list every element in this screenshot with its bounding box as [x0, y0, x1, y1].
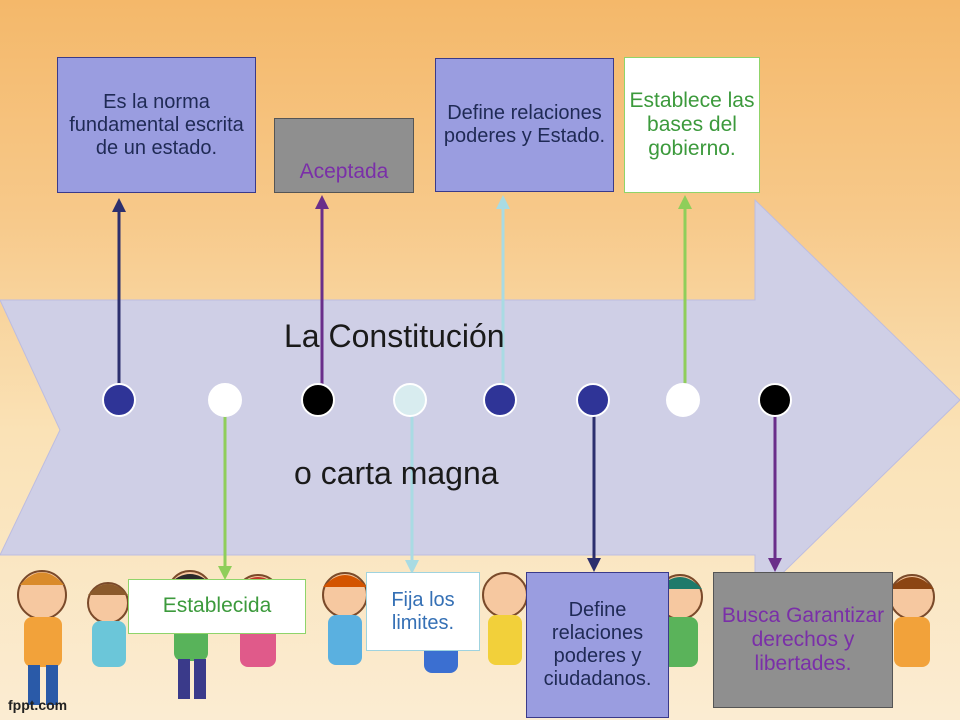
child-figure-9 — [889, 574, 935, 667]
timeline-dot-7 — [666, 383, 700, 417]
child-figure-1 — [17, 570, 67, 705]
bottom-box-powers-citizens: Define relaciones poderes y ciudadanos. — [526, 572, 669, 718]
child-figure-7 — [482, 572, 528, 665]
bottom-box-limits: Fija los limites. — [366, 572, 480, 651]
child-figure-8 — [657, 574, 703, 667]
bottom-box-rights: Busca Garantizar derechos y libertades. — [713, 572, 893, 708]
diagram-subtitle: o carta magna — [294, 455, 499, 491]
arrowhead-7 — [678, 195, 692, 209]
arrowhead-2 — [218, 566, 232, 580]
child-figure-2 — [87, 582, 129, 667]
top-box-powers-state: Define relaciones poderes y Estado. — [435, 58, 614, 192]
arrowhead-6 — [587, 558, 601, 572]
timeline-dot-2 — [208, 383, 242, 417]
timeline-dot-5 — [483, 383, 517, 417]
timeline-dot-4 — [393, 383, 427, 417]
arrowhead-4 — [405, 560, 419, 574]
timeline-dot-6 — [576, 383, 610, 417]
timeline-dot-1 — [102, 383, 136, 417]
arrowhead-3 — [315, 195, 329, 209]
arrowhead-5 — [496, 195, 510, 209]
top-box-government-bases: Establece las bases del gobierno. — [624, 57, 760, 193]
timeline-dot-8 — [758, 383, 792, 417]
arrowhead-1 — [112, 198, 126, 212]
arrow-shape — [0, 198, 960, 602]
bottom-box-established: Establecida — [128, 579, 306, 634]
top-box-definition: Es la norma fundamental escrita de un es… — [57, 57, 256, 193]
top-box-accepted: Aceptada — [274, 118, 414, 193]
arrowhead-8 — [768, 558, 782, 572]
brand-footer: fppt.com — [8, 697, 68, 713]
diagram-title: La Constitución — [284, 318, 505, 354]
child-figure-5 — [322, 572, 368, 665]
timeline-dot-3 — [301, 383, 335, 417]
